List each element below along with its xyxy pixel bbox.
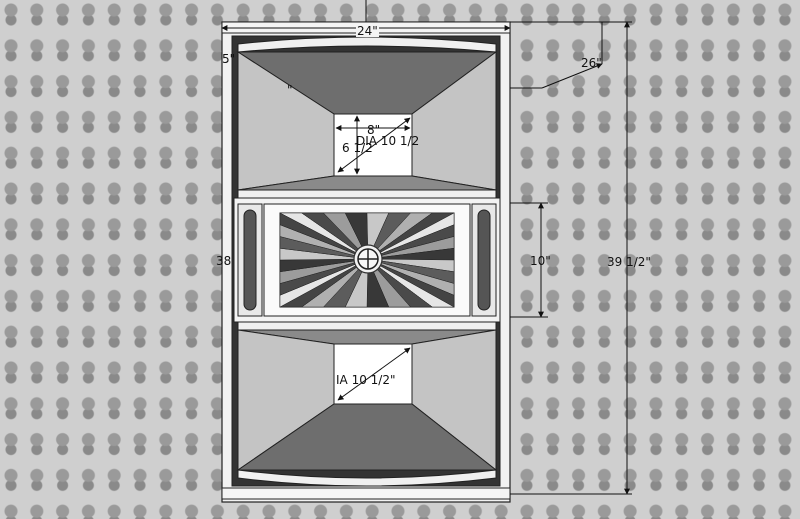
upper-throat-height-label: 6 1/2 — [342, 141, 373, 155]
upper-throat-dia-label: DIA 10 1/2 — [356, 134, 420, 148]
corner-mark-label: 5" — [222, 52, 236, 66]
total-height-label: 39 1/2" — [607, 255, 651, 269]
lower-horn — [236, 321, 498, 487]
lower-throat-dia-label: IA 10 1/2" — [336, 373, 396, 387]
upper-throat-width-label: 8" — [367, 123, 381, 137]
mid-section — [233, 197, 501, 323]
mid-height-label: 10" — [530, 254, 551, 268]
tick-mark-label: " — [287, 83, 293, 97]
lower-horn-top-lip — [237, 321, 497, 331]
lower-horn-lip — [237, 469, 497, 487]
driver-ray — [279, 212, 369, 260]
upper-throat-dia-leader — [337, 117, 411, 173]
upper-horn-base-lip — [237, 189, 497, 199]
lower-throat-dia-leader — [337, 347, 411, 401]
top-width-label: 24" — [356, 24, 379, 38]
depth-leader-diagonal — [541, 63, 603, 89]
side-height-label: 38 — [216, 254, 232, 268]
bottom-board — [221, 487, 511, 500]
depth-label: 26" — [581, 56, 602, 70]
driver-rays — [279, 212, 455, 308]
upper-horn — [236, 36, 498, 199]
right-port — [477, 209, 491, 311]
left-port — [243, 209, 257, 311]
